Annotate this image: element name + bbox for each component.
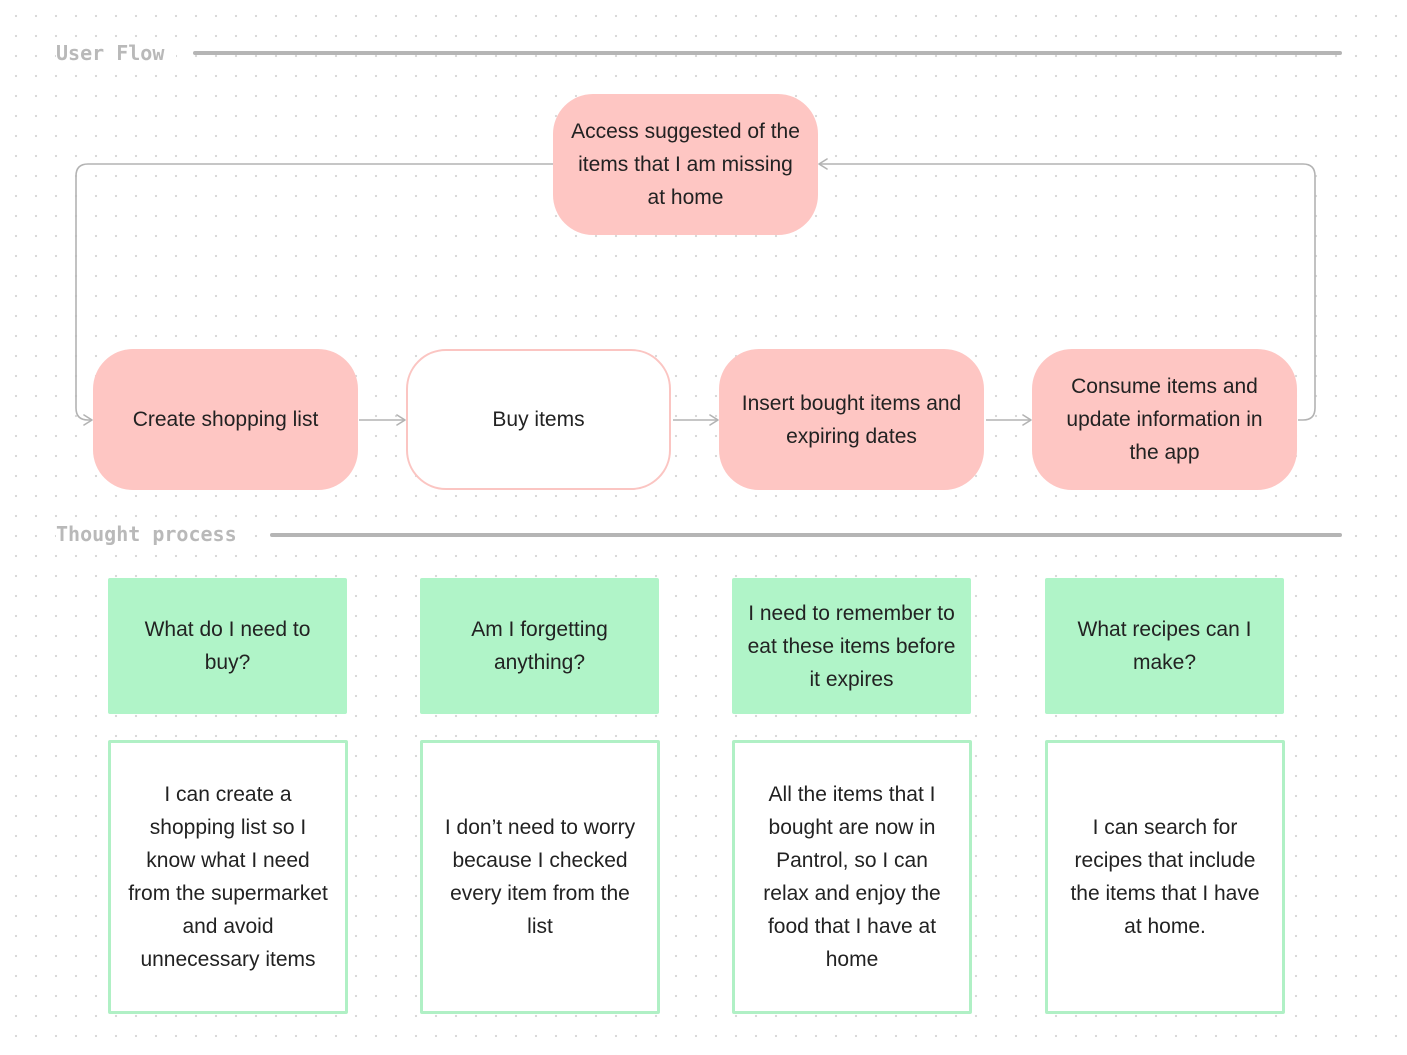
user-flow-heading: User Flow — [56, 41, 177, 65]
user-flow-divider — [193, 51, 1342, 55]
thought-process-heading: Thought process — [56, 522, 249, 546]
flow-node-buy-items: Buy items — [406, 349, 671, 490]
question-card-3: I need to remember to eat these items be… — [732, 578, 971, 714]
flow-node-access-suggested: Access suggested of the items that I am … — [553, 94, 818, 235]
answer-card-1: I can create a shopping list so I know w… — [108, 740, 348, 1014]
loop-connector-left — [75, 163, 553, 426]
question-card-2: Am I forgetting anything? — [420, 578, 659, 714]
answer-card-2: I don’t need to worry because I checked … — [420, 740, 660, 1014]
question-card-4: What recipes can I make? — [1045, 578, 1284, 714]
thought-process-divider — [270, 533, 1342, 537]
answer-card-4: I can search for recipes that include th… — [1045, 740, 1285, 1014]
question-card-1: What do I need to buy? — [108, 578, 347, 714]
flow-node-insert-bought-items: Insert bought items and expiring dates — [719, 349, 984, 490]
answer-card-3: All the items that I bought are now in P… — [732, 740, 972, 1014]
flow-node-consume-items: Consume items and update information in … — [1032, 349, 1297, 490]
loop-connector-right — [818, 158, 1316, 421]
flow-node-create-shopping-list: Create shopping list — [93, 349, 358, 490]
